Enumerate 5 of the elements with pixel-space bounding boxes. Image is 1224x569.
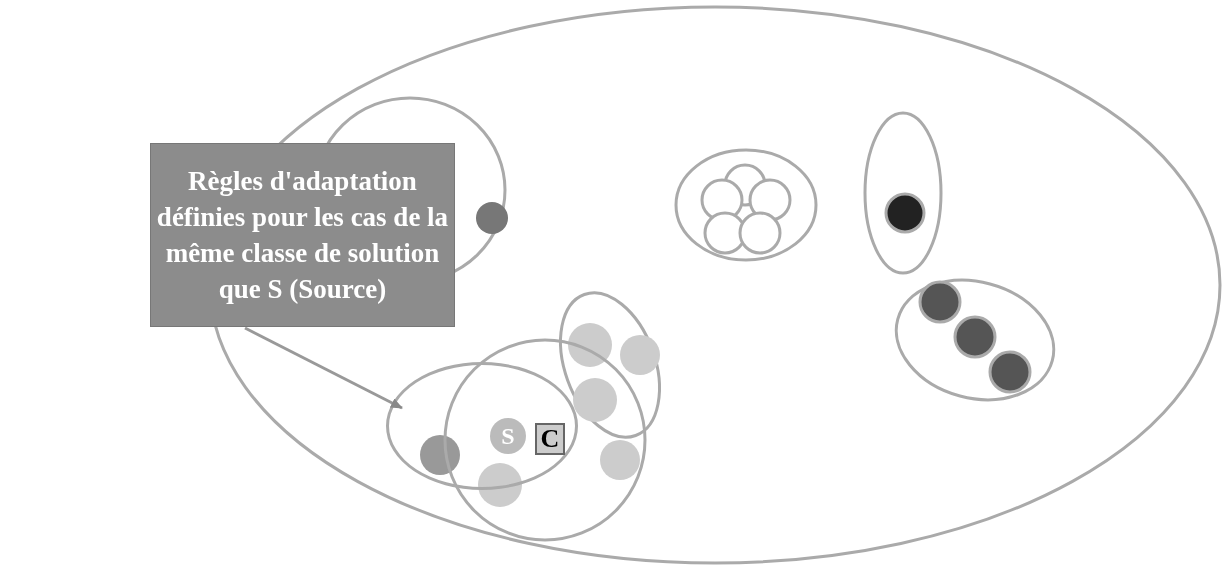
callout-box: Règles d'adaptation définies pour les cas de la même classe de solution que S (Source) (150, 143, 455, 327)
arrow (244, 326, 403, 410)
source-circle: S (490, 418, 526, 454)
target-ellipse (386, 362, 578, 490)
case-box: C (535, 423, 565, 455)
